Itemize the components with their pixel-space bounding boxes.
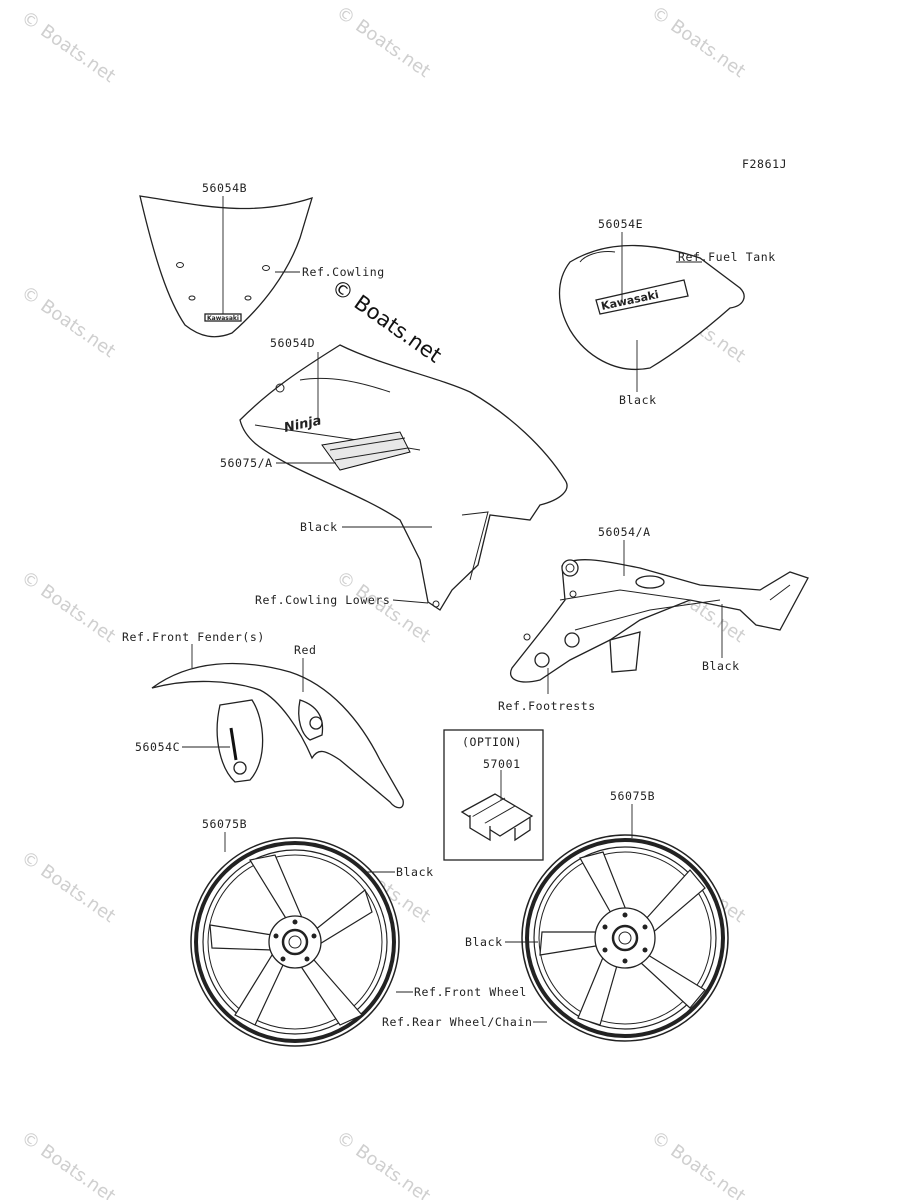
part-number-56075a: 56075/A	[220, 456, 273, 470]
label-black-tank: Black	[619, 393, 657, 407]
watermark-2: © Boats.net	[332, 2, 434, 82]
windshield-kawasaki-decal: Kawasaki	[207, 315, 239, 322]
label-ref-front-wheel: Ref.Front Wheel	[414, 985, 527, 999]
rear-wheel-drawing	[505, 804, 729, 1042]
cowling-drawing: Ninja	[239, 344, 568, 611]
watermark-9: © Boats.net	[17, 847, 119, 927]
label-option: (OPTION)	[462, 735, 522, 749]
label-ref-rear-wheel-chain: Ref.Rear Wheel/Chain	[382, 1015, 532, 1029]
fuel-tank-cover-drawing: Kawasaki	[558, 232, 745, 392]
front-fender-drawing	[151, 644, 404, 809]
part-number-56054c: 56054C	[135, 740, 180, 754]
part-number-56075b-front: 56075B	[202, 817, 247, 831]
label-red: Red	[294, 643, 317, 657]
watermark-13: © Boats.net	[332, 1127, 434, 1200]
watermark-4: © Boats.net	[17, 282, 119, 362]
label-ref-footrests: Ref.Footrests	[498, 699, 596, 713]
label-ref-fuel-tank: Ref.Fuel Tank	[678, 250, 776, 264]
windshield-drawing: Kawasaki	[139, 195, 313, 338]
part-number-57001: 57001	[483, 757, 521, 771]
label-black-rear-wheel: Black	[465, 935, 503, 949]
watermark-1: © Boats.net	[17, 7, 119, 87]
option-box	[443, 729, 544, 861]
label-black-front-wheel: Black	[396, 865, 434, 879]
figure-code: F2861J	[742, 157, 787, 171]
watermark-6: © Boats.net	[17, 567, 119, 647]
part-number-56054e: 56054E	[598, 217, 643, 231]
label-black-cowling: Black	[300, 520, 338, 534]
watermark-12: © Boats.net	[17, 1127, 119, 1200]
label-ref-cowling: Ref.Cowling	[302, 265, 385, 279]
part-number-56054a: 56054/A	[598, 525, 651, 539]
label-ref-front-fenders: Ref.Front Fender(s)	[122, 630, 265, 644]
frame-cover-drawing	[510, 540, 809, 694]
watermark-3: © Boats.net	[647, 2, 749, 82]
label-ref-cowling-lowers: Ref.Cowling Lowers	[255, 593, 390, 607]
part-number-56054d: 56054D	[270, 336, 315, 350]
label-black-frame: Black	[702, 659, 740, 673]
part-number-56054b: 56054B	[202, 181, 247, 195]
part-number-56075b-rear: 56075B	[610, 789, 655, 803]
front-wheel-drawing	[190, 832, 413, 1047]
watermark-14: © Boats.net	[647, 1127, 749, 1200]
